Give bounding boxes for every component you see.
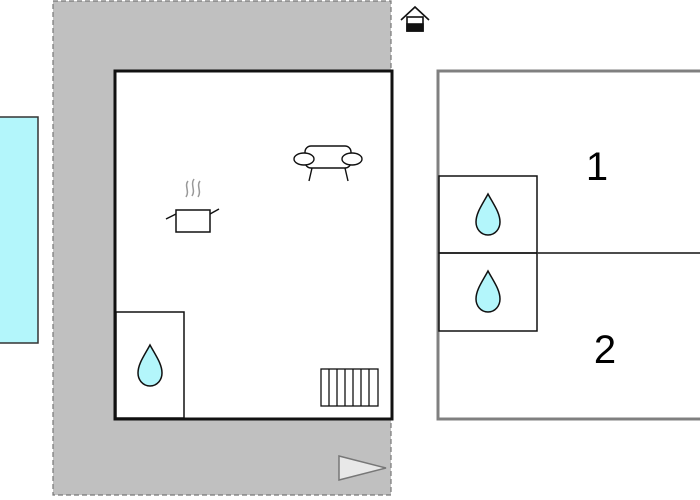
pool [0,116,39,344]
bathroom-main [115,311,185,419]
main-house [113,69,394,421]
water-drop-icon [475,269,501,313]
direction-arrow-icon [338,455,387,481]
bathroom-2 [438,252,538,332]
house-entrance-icon [400,5,430,32]
radiator-icon [320,368,379,407]
cooking-pot-icon [165,178,220,233]
outbuilding: 1 2 [436,69,700,421]
room-label-2: 2 [594,328,616,372]
sofa-icon [293,145,363,182]
room-label-1: 1 [586,145,608,189]
water-drop-icon [137,343,163,387]
water-drop-icon [475,192,501,236]
